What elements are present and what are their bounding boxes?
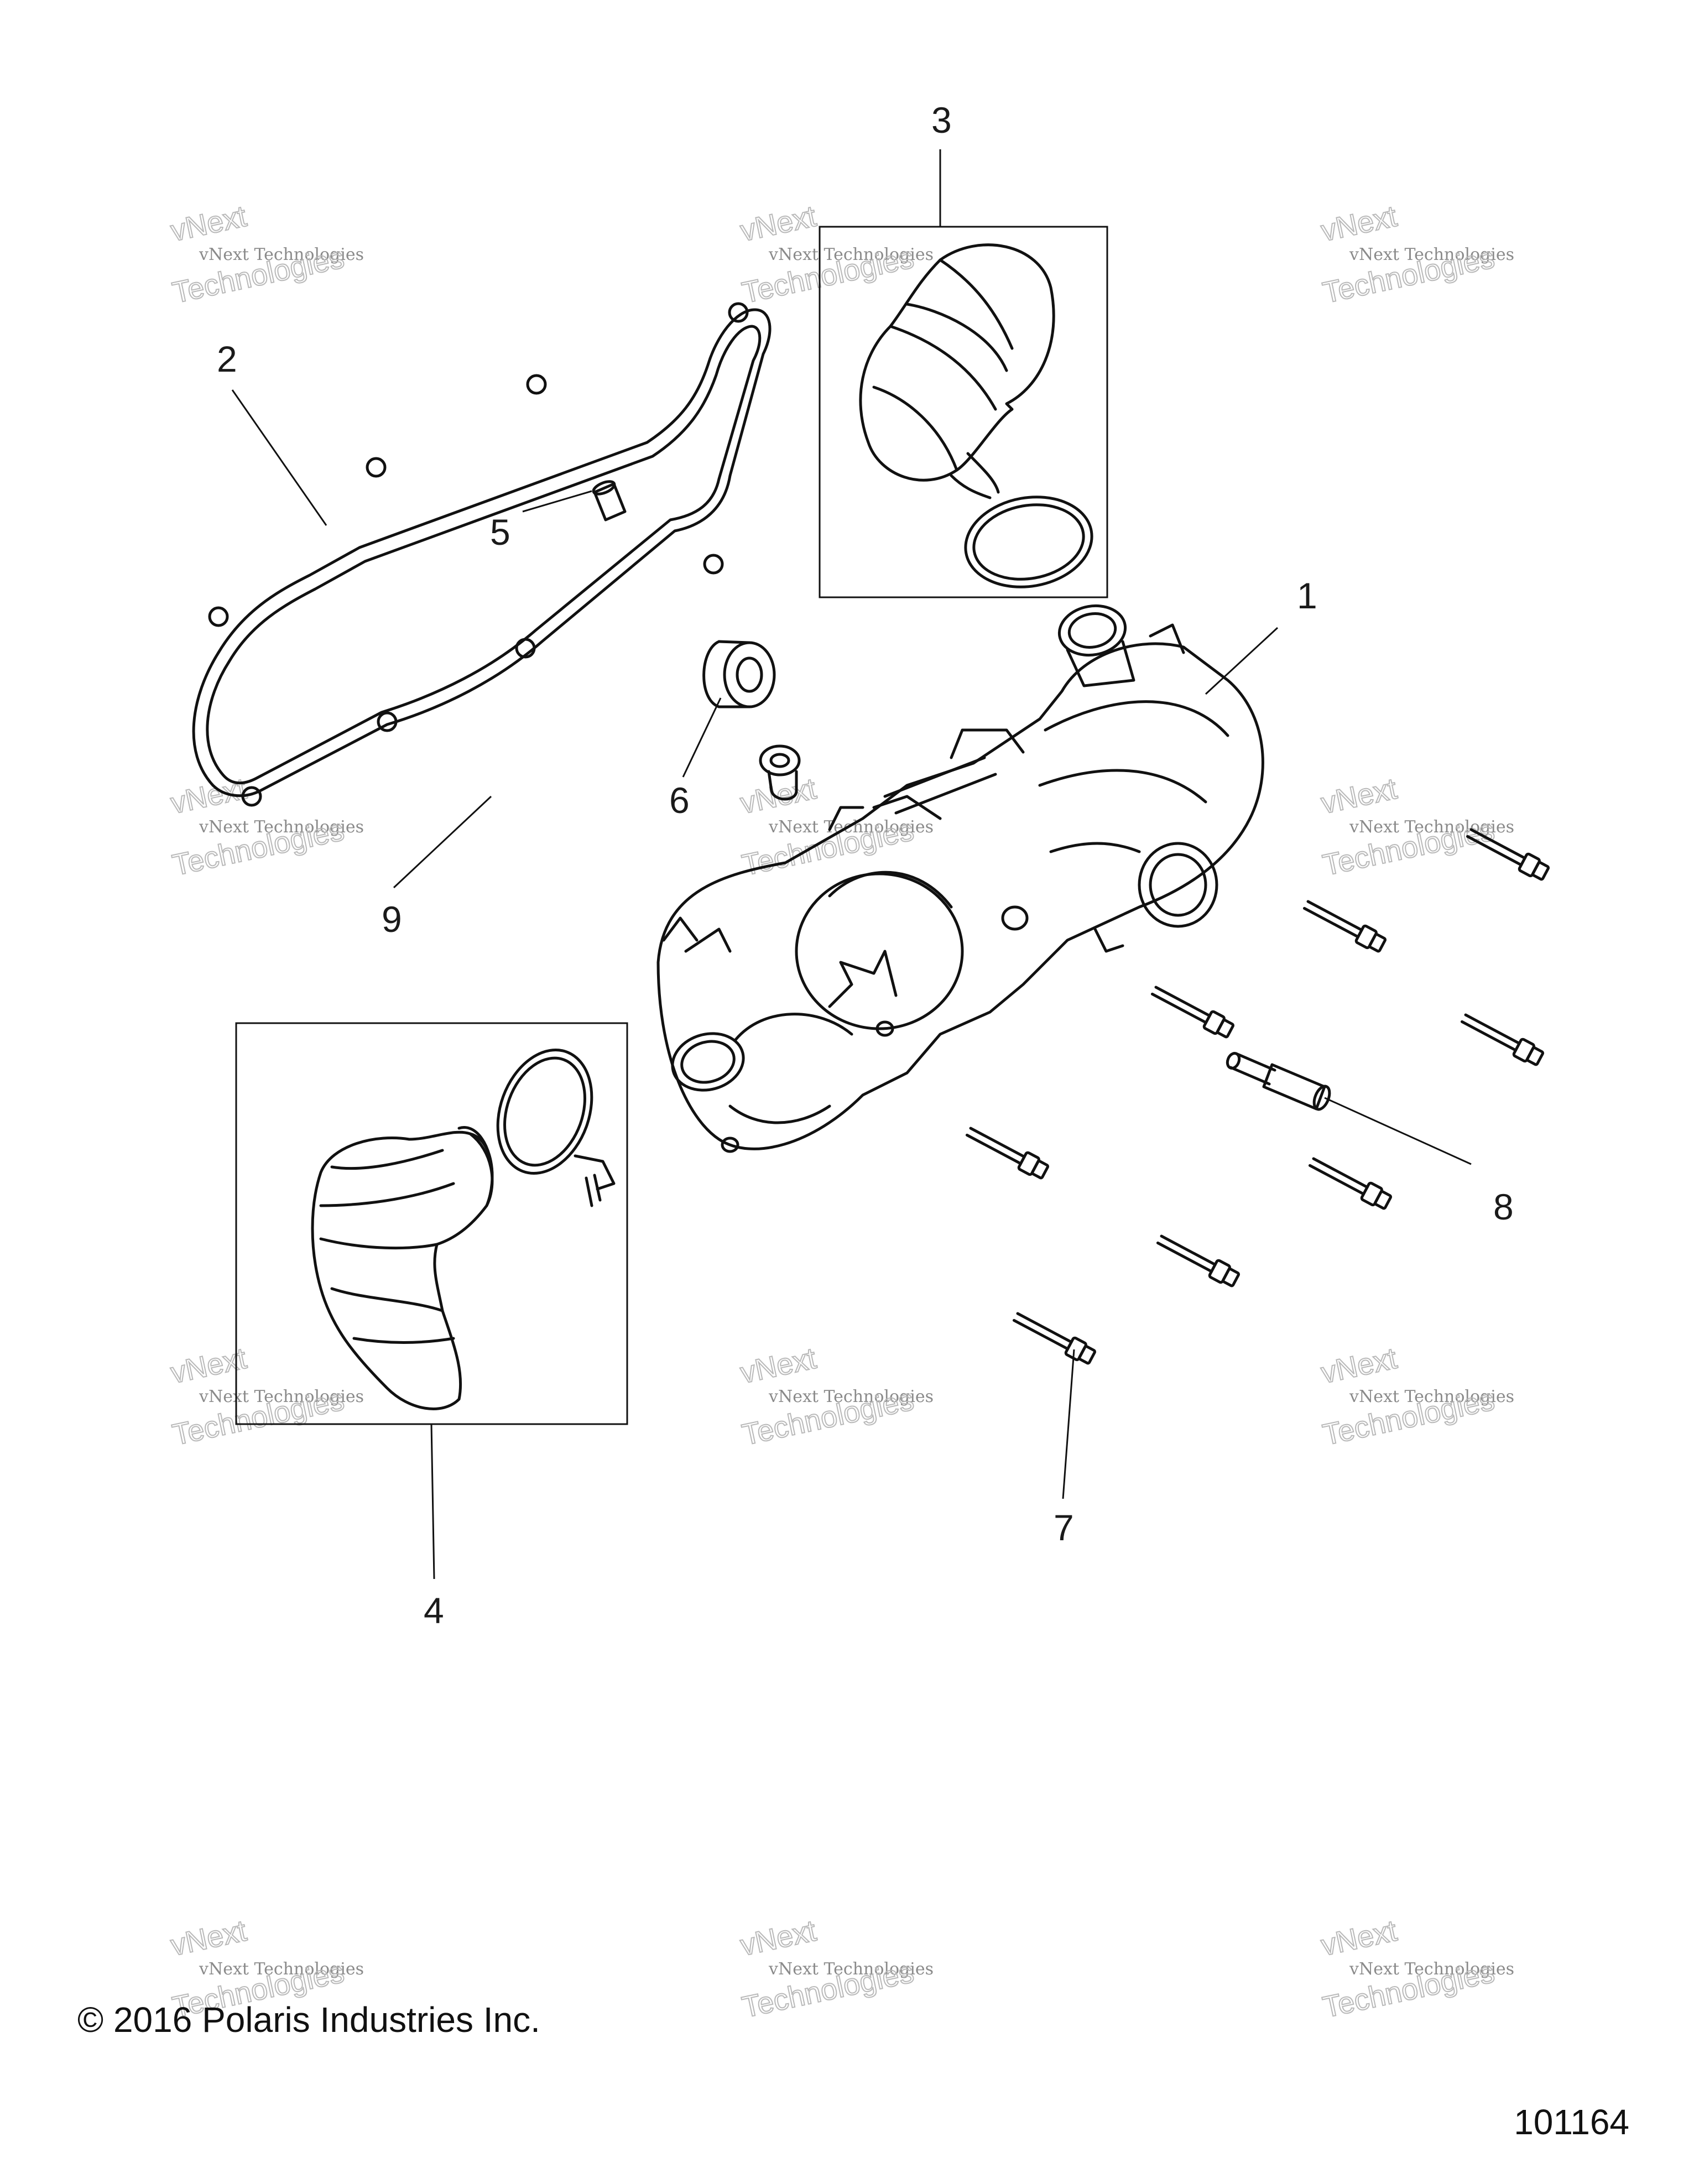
- svg-text:vNext: vNext: [737, 200, 819, 248]
- watermark: vNext vNext Technologies Technologies: [1317, 1914, 1514, 2025]
- callout-5: 5: [490, 512, 510, 552]
- svg-text:vNext: vNext: [1318, 200, 1400, 248]
- watermark: vNext vNext Technologies Technologies: [1317, 1341, 1514, 1452]
- part-clutch-cover: [656, 604, 1264, 1153]
- part-bearing: [702, 640, 776, 708]
- svg-text:vNext Technologies: vNext Technologies: [1349, 245, 1514, 264]
- callout-1: 1: [1297, 575, 1317, 616]
- svg-text:vNext Technologies: vNext Technologies: [199, 1959, 364, 1979]
- svg-text:vNext Technologies: vNext Technologies: [768, 245, 934, 264]
- part-3-box: [819, 226, 1108, 598]
- svg-text:vNext Technologies: vNext Technologies: [768, 1959, 934, 1979]
- watermark: vNext vNext Technologies Technologies: [1317, 772, 1514, 883]
- watermark: vNext vNext Technologies Technologies: [167, 199, 364, 310]
- svg-text:vNext: vNext: [737, 1914, 819, 1962]
- watermark: vNext vNext Technologies Technologies: [737, 1914, 934, 2025]
- callout-4: 4: [424, 1590, 444, 1631]
- callout-8: 8: [1493, 1186, 1514, 1227]
- svg-text:vNext: vNext: [168, 200, 249, 248]
- svg-text:vNext: vNext: [1318, 772, 1400, 820]
- figure-id: 101164: [1514, 2102, 1629, 2142]
- callout-labels: 1 2 3 4 5 6 7 8 9: [217, 100, 1514, 1631]
- copyright-notice: © 2016 Polaris Industries Inc.: [77, 2000, 540, 2040]
- svg-text:vNext Technologies: vNext Technologies: [768, 1387, 934, 1406]
- svg-text:vNext Technologies: vNext Technologies: [199, 1387, 364, 1406]
- callout-9: 9: [382, 899, 402, 940]
- watermark: vNext vNext Technologies Technologies: [167, 1341, 364, 1452]
- svg-text:vNext Technologies: vNext Technologies: [1349, 817, 1514, 837]
- callout-6: 6: [669, 780, 690, 821]
- svg-text:vNext Technologies: vNext Technologies: [1349, 1387, 1514, 1406]
- watermark: vNext vNext Technologies Technologies: [1317, 199, 1514, 310]
- part-bushing: [759, 744, 801, 801]
- svg-text:vNext: vNext: [1318, 1342, 1400, 1390]
- svg-text:vNext: vNext: [168, 1914, 249, 1962]
- callout-3: 3: [931, 100, 952, 140]
- part-standoff: [1226, 1051, 1331, 1111]
- watermark: vNext vNext Technologies Technologies: [737, 1341, 934, 1452]
- svg-text:vNext Technologies: vNext Technologies: [1349, 1959, 1514, 1979]
- leader-lines: [231, 149, 1472, 1580]
- part-bolts: [965, 828, 1550, 1365]
- svg-text:vNext: vNext: [1318, 1914, 1400, 1962]
- svg-text:vNext: vNext: [168, 1342, 249, 1390]
- part-intake-duct-upper: [859, 243, 1093, 588]
- callout-7: 7: [1054, 1507, 1074, 1548]
- svg-text:vNext: vNext: [737, 1342, 819, 1390]
- svg-text:vNext Technologies: vNext Technologies: [199, 817, 364, 837]
- svg-text:vNext Technologies: vNext Technologies: [199, 245, 364, 264]
- callout-2: 2: [217, 338, 237, 379]
- svg-text:vNext Technologies: vNext Technologies: [768, 817, 934, 837]
- svg-text:vNext: vNext: [737, 772, 819, 820]
- part-4-box: [235, 1022, 628, 1425]
- part-gasket: [192, 302, 772, 807]
- watermark: vNext vNext Technologies Technologies: [737, 199, 934, 310]
- part-intake-duct-lower: [311, 1049, 616, 1410]
- part-dowel-pin: [592, 480, 627, 522]
